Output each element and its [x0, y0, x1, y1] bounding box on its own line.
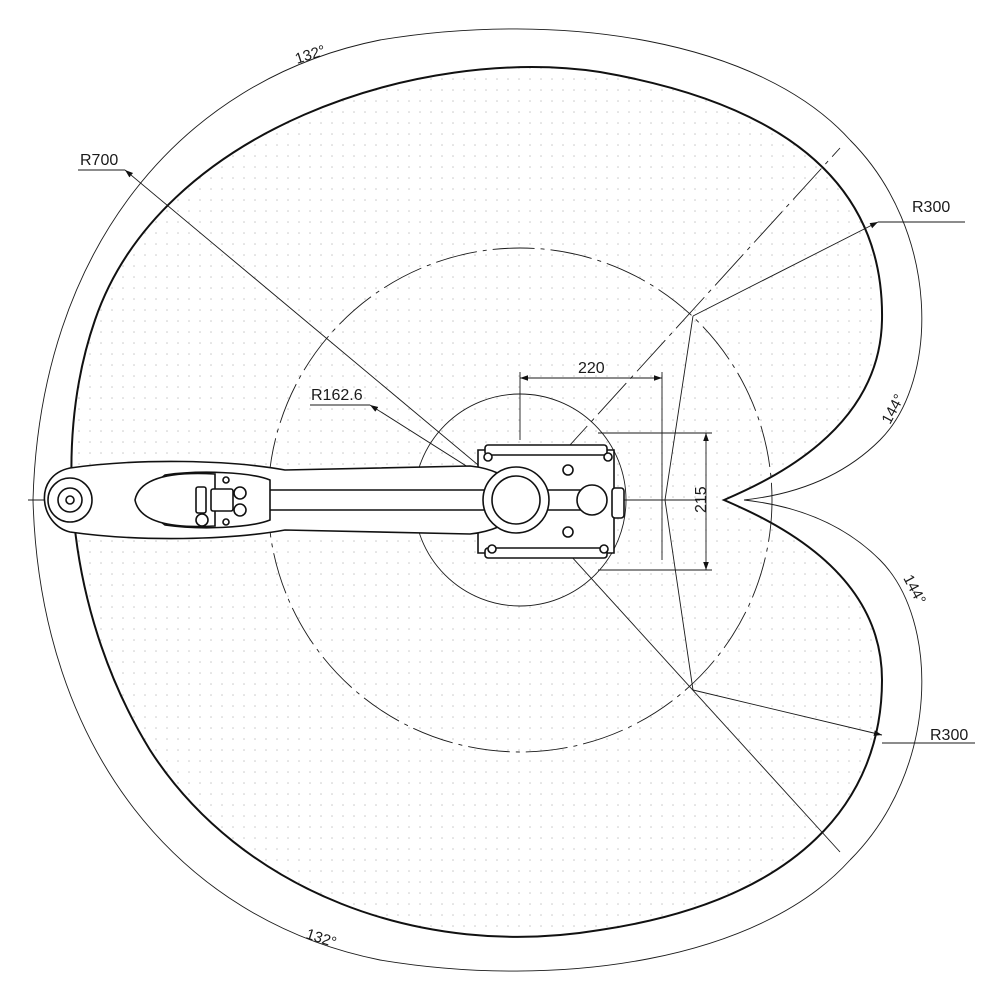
- angle-132-lower-label: 132°: [304, 926, 339, 952]
- r700-label: R700: [80, 152, 118, 169]
- j2-limit-line-upper: [519, 147, 841, 501]
- angle-144-upper-arc: [743, 139, 923, 501]
- r300-upper-leader: [692, 221, 879, 317]
- r700-leader: [124, 169, 521, 501]
- r300-upper-label: R300: [912, 199, 950, 216]
- angle-144-upper-label: 144°: [879, 391, 909, 426]
- angle-144-lower-label: 144°: [899, 572, 929, 607]
- arm-centerline-upper: [664, 315, 694, 501]
- r300-lower-leader: [692, 689, 883, 736]
- angle-144-lower-arc: [743, 499, 923, 861]
- angle-132-upper-label: 132°: [293, 42, 328, 68]
- r162-label: R162.6: [311, 387, 363, 404]
- dim-220-label: 220: [578, 360, 605, 377]
- dim-215-label: 215: [693, 486, 710, 513]
- arm-centerline-lower: [664, 499, 694, 691]
- r300-lower-label: R300: [930, 727, 968, 744]
